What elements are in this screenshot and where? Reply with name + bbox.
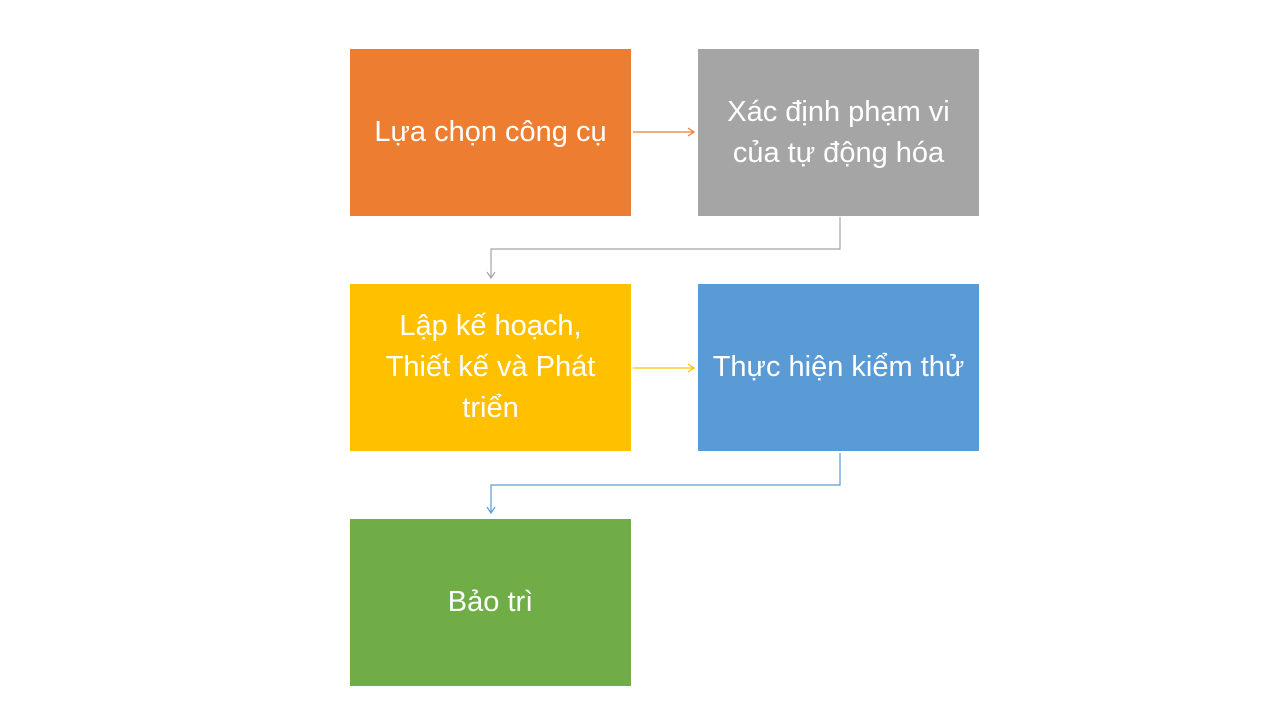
arrow-step2-to-step3 bbox=[486, 217, 841, 280]
step-execute-tests: Thực hiện kiểm thử bbox=[698, 284, 979, 451]
arrow-step4-to-step5 bbox=[486, 453, 841, 515]
step-label: Lập kế hoạch, Thiết kế và Phát triển bbox=[385, 310, 596, 424]
arrow-step1-to-step2 bbox=[633, 127, 696, 137]
step-label: Bảo trì bbox=[447, 586, 534, 618]
arrow-step3-to-step4 bbox=[633, 363, 696, 373]
step-tool-selection: Lựa chọn công cụ bbox=[350, 49, 631, 216]
step-maintenance: Bảo trì bbox=[350, 519, 631, 686]
step-label: Lựa chọn công cụ bbox=[374, 116, 607, 148]
step-label: Xác định phạm vi của tự động hóa bbox=[727, 95, 950, 169]
step-plan-design-develop: Lập kế hoạch, Thiết kế và Phát triển bbox=[350, 284, 631, 451]
step-label: Thực hiện kiểm thử bbox=[712, 351, 965, 383]
step-define-scope: Xác định phạm vi của tự động hóa bbox=[698, 49, 979, 216]
